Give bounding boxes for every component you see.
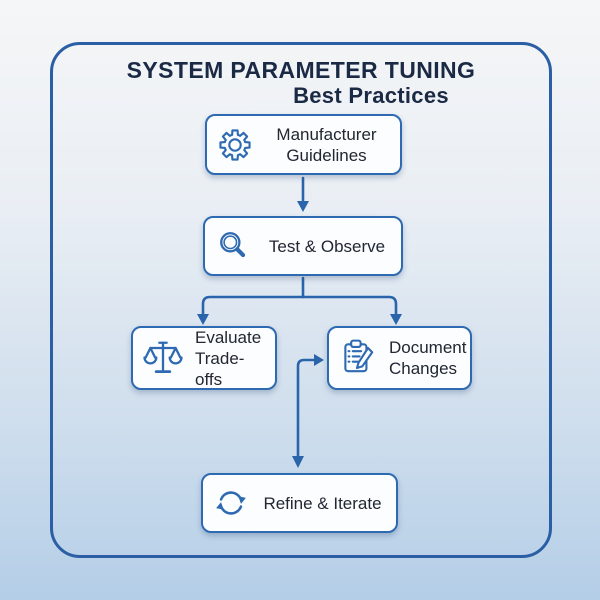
node-label: Manufacturer Guidelines xyxy=(276,124,377,165)
node-refine-iterate: Refine & Iterate xyxy=(201,473,398,533)
node-label: Refine & Iterate xyxy=(263,493,382,513)
node-document-changes: Document Changes xyxy=(327,326,472,390)
refresh-icon xyxy=(216,491,246,515)
magnifier-icon xyxy=(220,232,246,258)
gear-icon xyxy=(219,128,251,161)
outer-frame xyxy=(50,42,552,558)
node-label: Document Changes xyxy=(389,338,467,378)
page-title: SYSTEM PARAMETER TUNING xyxy=(126,57,476,83)
clipboard-icon xyxy=(344,339,374,373)
node-test-observe: Test & Observe xyxy=(203,216,403,276)
scales-icon xyxy=(143,341,183,374)
node-manufacturer-guidelines: Manufacturer Guidelines xyxy=(205,114,402,175)
page-subtitle: Best Practices xyxy=(293,83,449,108)
node-label: Evaluate Trade-offs xyxy=(195,327,262,389)
node-label: Test & Observe xyxy=(268,236,386,256)
node-evaluate-tradeoffs: Evaluate Trade-offs xyxy=(131,326,277,390)
